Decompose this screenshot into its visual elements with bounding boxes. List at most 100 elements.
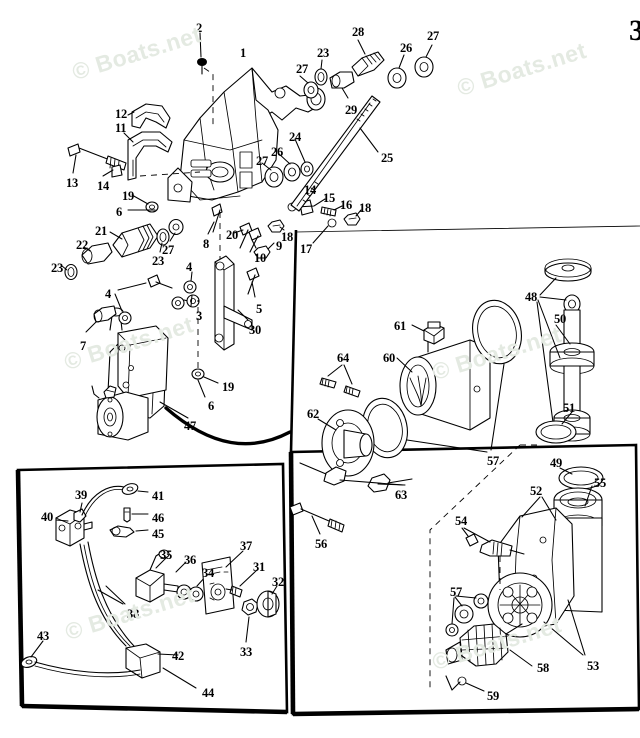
callout-56: 56 (315, 537, 327, 551)
pump-upper-case (117, 325, 169, 399)
bracket-slot-1 (190, 159, 212, 168)
callout-31: 31 (253, 560, 265, 574)
bracket-left-lug (167, 167, 193, 203)
cropped-edge-glyph: 3 (629, 14, 640, 47)
callout-20: 20 (226, 228, 238, 242)
lower-left-panel-left (15, 469, 25, 707)
bracket-ledge (183, 139, 263, 151)
part-9-nut (253, 242, 275, 259)
callout-4-a: 4 (186, 260, 192, 274)
callout-37: 37 (240, 539, 252, 553)
callout-47: 47 (184, 419, 196, 433)
part-4-bolt-a (117, 274, 173, 291)
callout-23-c: 23 (152, 254, 164, 268)
callout-49: 49 (550, 456, 562, 470)
callout-7: 7 (80, 339, 86, 353)
callout-22: 22 (76, 238, 88, 252)
part-7-bushing (85, 305, 117, 333)
callout-36: 36 (184, 553, 196, 567)
callout-1: 1 (240, 46, 246, 60)
part-49-oring (558, 466, 604, 490)
callout-26: 26 (400, 41, 412, 55)
motor-assembly-group (429, 444, 603, 690)
bolt-head-13 (67, 143, 81, 157)
callout-33: 33 (240, 645, 252, 659)
part-57-oring-a (472, 299, 522, 451)
callout-24: 24 (289, 130, 301, 144)
callout-6-a: 6 (116, 205, 122, 219)
part-26-washer-b (277, 152, 301, 182)
callout-26-b: 26 (271, 145, 283, 159)
lower-right-panel-bottom (292, 706, 640, 717)
part-50-leader (555, 324, 571, 345)
callout-11: 11 (115, 121, 127, 135)
bracket-left-lug-hole (173, 183, 183, 193)
part-47-pump-assembly (91, 307, 189, 441)
harness-group (20, 483, 280, 689)
callout-29: 29 (345, 103, 357, 117)
bracket-rib-2 (239, 171, 253, 189)
callout-18-b: 18 (281, 230, 293, 244)
callout-21: 21 (95, 224, 107, 238)
swivel-pivot-boss (274, 87, 286, 99)
part-8-bolt (207, 203, 223, 260)
callout-8: 8 (203, 237, 209, 251)
upper-divider-top (295, 225, 640, 233)
part-48-shaft-group (536, 258, 595, 442)
part-3-washer-b (186, 294, 200, 308)
callout-34: 34 (202, 566, 214, 580)
part-58-armature (445, 623, 533, 667)
callout-3: 3 (196, 309, 202, 323)
part-22-bushing (81, 242, 113, 265)
hydraulic-hose (164, 406, 292, 446)
callout-58: 58 (537, 661, 549, 675)
callout-62: 62 (307, 407, 319, 421)
part-14-grommet-a (102, 164, 123, 178)
callout-15: 15 (323, 191, 335, 205)
callout-23: 23 (317, 46, 329, 60)
callout-53: 53 (587, 659, 599, 673)
callout-6-b: 6 (208, 399, 214, 413)
part-54-plug (461, 527, 525, 590)
callout-9: 9 (276, 239, 282, 253)
part-12-clamp (127, 103, 171, 129)
callout-27-a: 27 (427, 29, 439, 43)
part-10-bolt (248, 227, 262, 253)
callout-55: 55 (594, 476, 606, 490)
callout-45: 45 (152, 527, 164, 541)
part-28-fitting (351, 39, 385, 77)
part-6-bolt-b (197, 379, 206, 398)
bracket-fold-2 (223, 91, 239, 193)
part-21-coupler (109, 223, 159, 258)
callout-57-a: 57 (487, 454, 499, 468)
callout-27-b: 27 (296, 62, 308, 76)
callout-40: 40 (41, 510, 53, 524)
callout-28: 28 (352, 25, 364, 39)
part-62-end-cap (317, 409, 375, 477)
bracket-fold-3 (251, 67, 263, 183)
callout-19-a: 19 (122, 189, 134, 203)
part-64-pins (319, 364, 361, 398)
transom-bracket-group (167, 67, 326, 203)
callout-44: 44 (202, 686, 214, 700)
part-11-clamp (123, 131, 201, 181)
part-63-fittings (299, 462, 413, 493)
callout-16: 16 (340, 198, 352, 212)
callout-17: 17 (300, 242, 312, 256)
callout-42: 42 (172, 649, 184, 663)
part-27-washer-d (168, 218, 184, 242)
part-27-washer-c (261, 162, 284, 188)
callout-30: 30 (249, 323, 261, 337)
part-19-washer-a (131, 194, 159, 213)
part-17-screw (312, 218, 337, 244)
callout-19-b: 19 (222, 380, 234, 394)
part-23-oring-a (61, 263, 78, 281)
callout-18-a: 18 (359, 201, 371, 215)
callout-59: 59 (487, 689, 499, 703)
callout-39: 39 (75, 488, 87, 502)
callout-63: 63 (395, 488, 407, 502)
callout-10: 10 (254, 251, 266, 265)
part-60-cylinder (396, 339, 491, 431)
